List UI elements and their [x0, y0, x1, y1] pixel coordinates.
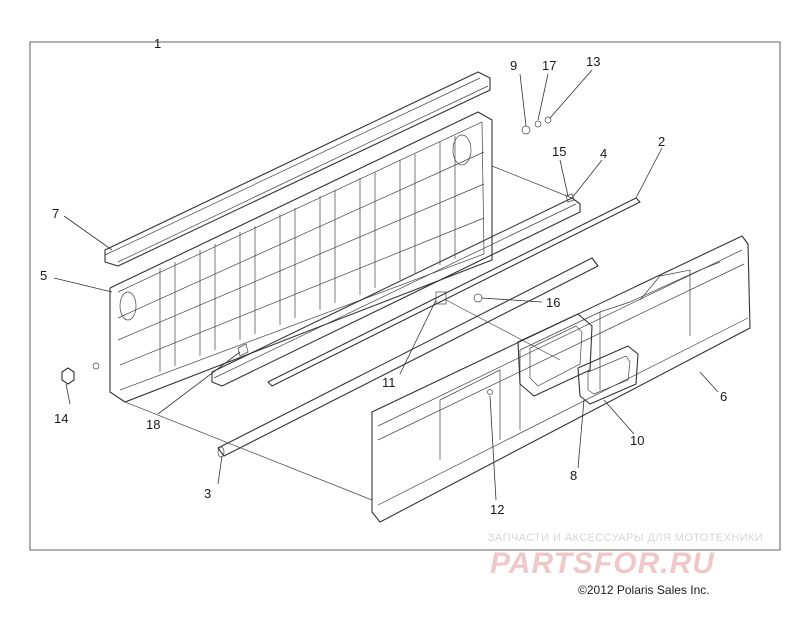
- part-2-rod: [267, 197, 641, 387]
- part-7-top-cap: [104, 71, 491, 267]
- part-13-screw: [544, 116, 552, 124]
- callout-3: 3: [204, 486, 211, 501]
- callout-13: 13: [586, 54, 600, 69]
- callout-9: 9: [510, 58, 517, 73]
- callout-1: 1: [154, 36, 161, 51]
- callout-6: 6: [720, 389, 727, 404]
- callout-16: 16: [546, 295, 560, 310]
- part-16-bushing: [473, 293, 483, 303]
- leader-lines: [53, 44, 719, 501]
- copyright-notice: ©2012 Polaris Sales Inc.: [578, 583, 710, 597]
- part-15-fastener: [565, 193, 575, 203]
- part-9-washer: [521, 125, 531, 135]
- part-14-nut: [61, 367, 75, 385]
- part-3-tube: [217, 257, 599, 458]
- part-6-tailgate-outer: [371, 235, 751, 523]
- part-18-clip: [237, 343, 249, 357]
- assembly-frame: [29, 41, 781, 551]
- part-14-bolt: [92, 362, 100, 370]
- watermark-logo: PARTSFOR.RU: [490, 547, 715, 580]
- hardware-group: [61, 116, 575, 395]
- callout-7: 7: [52, 206, 59, 221]
- part-17-washer: [534, 120, 542, 128]
- callout-labels: 1 2 3 4 5 6 7 8 9 10 11 12 13 14 15 16 1…: [40, 36, 727, 517]
- callout-14: 14: [54, 411, 68, 426]
- part-8-handle-bezel: [517, 313, 593, 397]
- part-10-handle: [577, 345, 639, 405]
- part-5-tailgate-inner: [109, 111, 493, 403]
- callout-5: 5: [40, 268, 47, 283]
- part-12-screw: [487, 389, 493, 395]
- callout-10: 10: [630, 433, 644, 448]
- callout-2: 2: [658, 134, 665, 149]
- callout-15: 15: [552, 144, 566, 159]
- watermark-tagline: ЗАПЧАСТИ И АКСЕССУАРЫ ДЛЯ МОТОТЕХНИКИ: [488, 532, 764, 544]
- callout-11: 11: [382, 375, 396, 390]
- callout-4: 4: [600, 146, 607, 161]
- callout-8: 8: [570, 468, 577, 483]
- part-11-bracket: [435, 291, 447, 305]
- callout-18: 18: [146, 417, 160, 432]
- callout-12: 12: [490, 502, 504, 517]
- callout-17: 17: [542, 58, 556, 73]
